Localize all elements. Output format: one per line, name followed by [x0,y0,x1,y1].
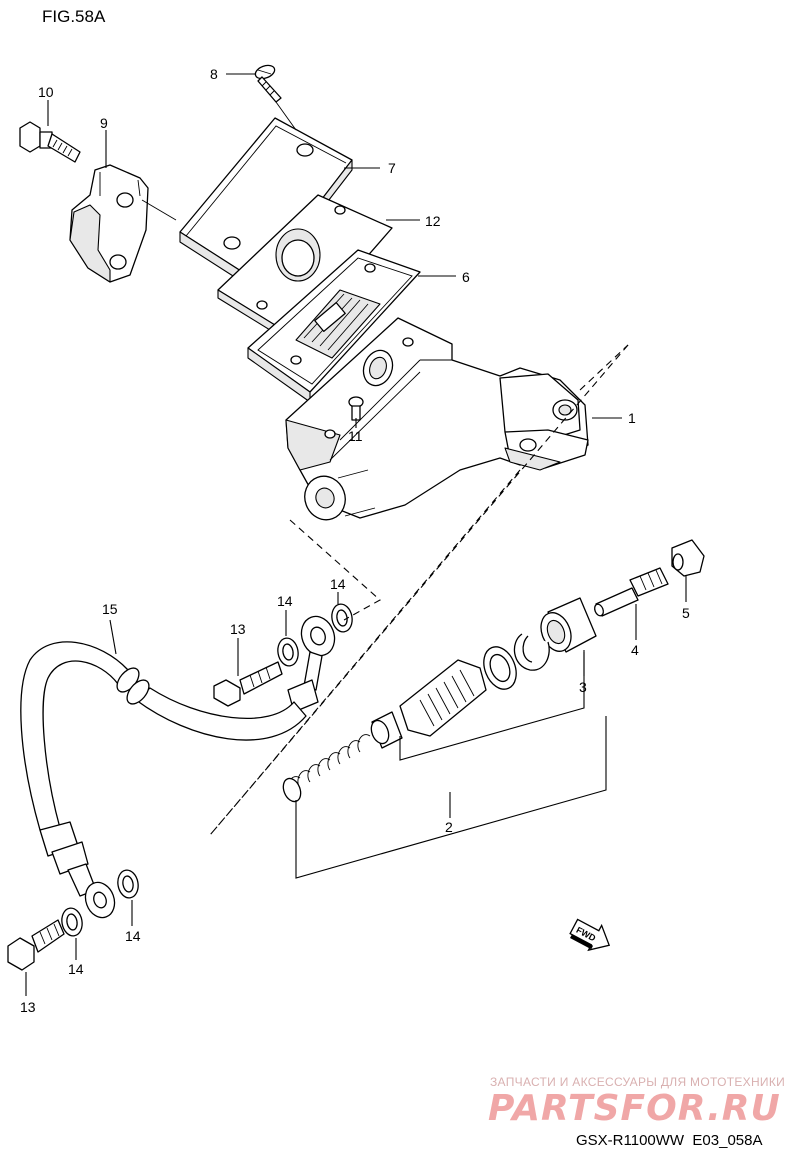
watermark-logo: PARTSFOR.RU [488,1088,781,1129]
explosion-guides [141,101,629,836]
callout-15: 15 [102,601,118,617]
model-code: GSX-R1100WW E03_058A [576,1132,762,1149]
callout-11: 11 [348,428,363,444]
part-14-washer-upper-b [277,637,299,667]
callout-14-upper-b: 14 [277,593,293,609]
part-2-piston-assembly [282,646,517,803]
callout-5: 5 [682,605,690,621]
part-9-clamp [69,164,149,283]
fwd-arrow-icon: FWD [569,918,611,952]
leader-lines [25,73,687,996]
part-1-master-cylinder [285,317,589,521]
part-13-banjo-bolt-lower [7,919,65,971]
watermark: ЗАПЧАСТИ И АКСЕССУАРЫ ДЛЯ МОТОТЕХНИКИ PA… [488,1075,785,1129]
callouts: 8 10 9 7 12 6 1 11 5 4 3 2 14 14 13 15 1… [20,66,690,1015]
part-4-pushrod [594,567,669,617]
callout-10: 10 [38,84,54,100]
callout-6: 6 [462,269,470,285]
part-14-washer-lower-a [117,869,139,899]
part-6-diaphragm [247,249,421,403]
callout-2: 2 [445,819,453,835]
callout-9: 9 [100,115,108,131]
watermark-subtitle: ЗАПЧАСТИ И АКСЕССУАРЫ ДЛЯ МОТОТЕХНИКИ [490,1075,785,1089]
part-8-screw [254,64,282,103]
part-15-hose [20,615,336,919]
part-11-screw [348,396,364,421]
figure-label: FIG.58A [42,7,106,26]
part-5-boot [671,539,705,577]
part-13-banjo-bolt-upper [213,661,283,707]
callout-14-upper-a: 14 [330,576,346,592]
callout-14-lower-a: 14 [125,928,141,944]
group-brackets [295,652,607,879]
part-10-bolt [19,121,81,163]
callout-4: 4 [631,642,639,658]
callout-8: 8 [210,66,218,82]
callout-12: 12 [425,213,441,229]
callout-1: 1 [628,410,636,426]
part-14-washer-upper-a [331,603,353,633]
callout-13-upper: 13 [230,621,246,637]
part-14-washer-lower-b [61,907,83,937]
callout-13-lower: 13 [20,999,36,1015]
callout-14-lower-b: 14 [68,961,84,977]
part-3-retainer [513,597,597,671]
callout-3: 3 [579,679,587,695]
callout-7: 7 [388,160,396,176]
